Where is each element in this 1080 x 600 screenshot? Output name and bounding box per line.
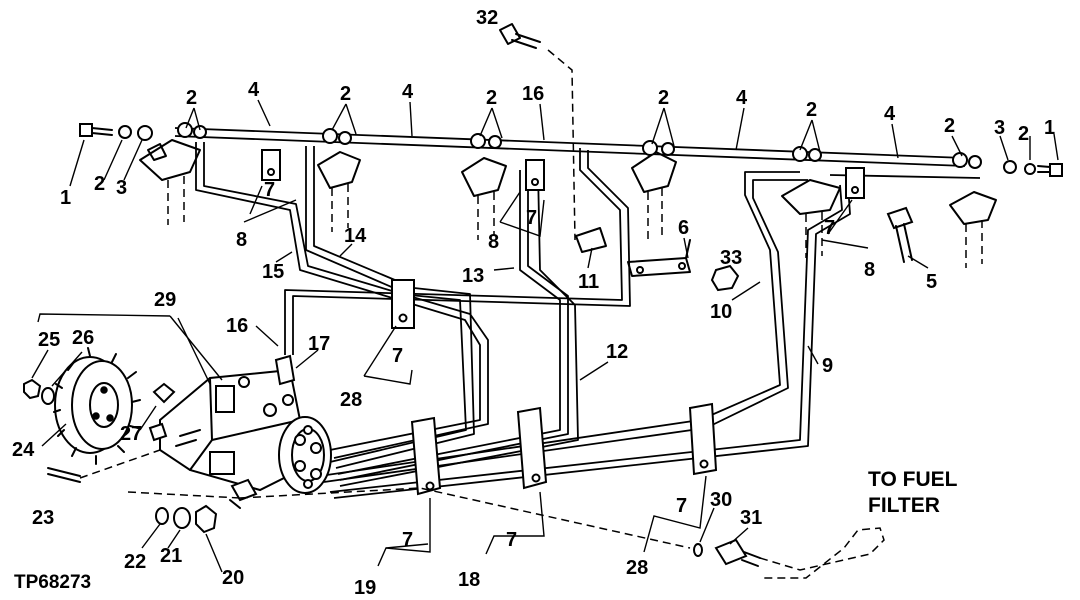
callout-12: 12 — [606, 341, 628, 363]
callout-16: 16 — [226, 315, 248, 337]
callout-27: 27 — [120, 423, 142, 445]
callout-3: 3 — [116, 177, 127, 199]
callout-8: 8 — [236, 229, 247, 251]
leak-off-line — [79, 122, 1063, 177]
callout-32: 32 — [476, 7, 498, 29]
cap-screw-5 — [886, 206, 914, 263]
callout-24: 24 — [12, 439, 35, 461]
callout-2: 2 — [186, 87, 197, 109]
callout-4: 4 — [736, 87, 748, 109]
callout-8: 8 — [864, 259, 875, 281]
callout-22: 22 — [124, 551, 146, 573]
bracket-6 — [575, 227, 691, 277]
line-clamps — [261, 149, 865, 496]
callout-21: 21 — [160, 545, 182, 567]
callout-20: 20 — [222, 567, 244, 589]
nut-33 — [710, 264, 740, 292]
callout-4: 4 — [248, 79, 260, 101]
callout-7: 7 — [676, 495, 687, 517]
callout-2: 2 — [944, 115, 955, 137]
callout-30: 30 — [710, 489, 732, 511]
callout-7: 7 — [264, 179, 275, 201]
pump-seals — [127, 487, 691, 549]
callout-8: 8 — [488, 231, 499, 253]
callout-labels: 32 2 4 2 4 2 16 2 4 2 4 2 3 2 1 1 2 3 7 … — [12, 7, 1055, 599]
callout-10: 10 — [710, 301, 732, 323]
callout-3: 3 — [994, 117, 1005, 139]
note-line-1: TO FUEL — [868, 468, 958, 491]
callout-13: 13 — [462, 265, 484, 287]
callout-7: 7 — [506, 529, 517, 551]
callout-11: 11 — [578, 271, 599, 293]
callout-5: 5 — [926, 271, 937, 293]
callout-16: 16 — [522, 83, 544, 105]
bolt-32 — [499, 23, 576, 241]
callout-31: 31 — [740, 507, 762, 529]
fuel-supply-fittings — [693, 527, 885, 579]
callout-2: 2 — [658, 87, 669, 109]
callout-2: 2 — [340, 83, 351, 105]
figure-id: TP68273 — [14, 572, 91, 593]
callout-7: 7 — [824, 217, 835, 239]
callout-14: 14 — [344, 225, 367, 247]
callout-7: 7 — [402, 529, 413, 551]
callout-7: 7 — [392, 345, 403, 367]
callout-1: 1 — [1044, 117, 1055, 139]
injection-pump — [148, 354, 332, 509]
callout-29: 29 — [154, 289, 176, 311]
note-line-2: FILTER — [868, 494, 940, 517]
callout-2: 2 — [94, 173, 105, 195]
callout-17: 17 — [308, 333, 330, 355]
pump-drive-gear — [23, 347, 161, 483]
leader-lines — [31, 99, 1059, 573]
fuel-filter-note: TO FUEL FILTER — [868, 468, 958, 517]
callout-4: 4 — [402, 81, 414, 103]
callout-33: 33 — [720, 247, 742, 269]
callout-7: 7 — [526, 207, 537, 229]
callout-4: 4 — [884, 103, 896, 125]
callout-18: 18 — [458, 569, 480, 591]
callout-2: 2 — [486, 87, 497, 109]
callout-15: 15 — [262, 261, 284, 283]
callout-25: 25 — [38, 329, 60, 351]
callout-2: 2 — [806, 99, 817, 121]
callout-1: 1 — [60, 187, 71, 209]
callout-28: 28 — [626, 557, 648, 579]
callout-6: 6 — [678, 217, 689, 239]
callout-19: 19 — [354, 577, 376, 599]
callout-9: 9 — [822, 355, 833, 377]
callout-26: 26 — [72, 327, 94, 349]
callout-28: 28 — [340, 389, 362, 411]
callout-2: 2 — [1018, 123, 1029, 145]
callout-23: 23 — [32, 507, 54, 529]
